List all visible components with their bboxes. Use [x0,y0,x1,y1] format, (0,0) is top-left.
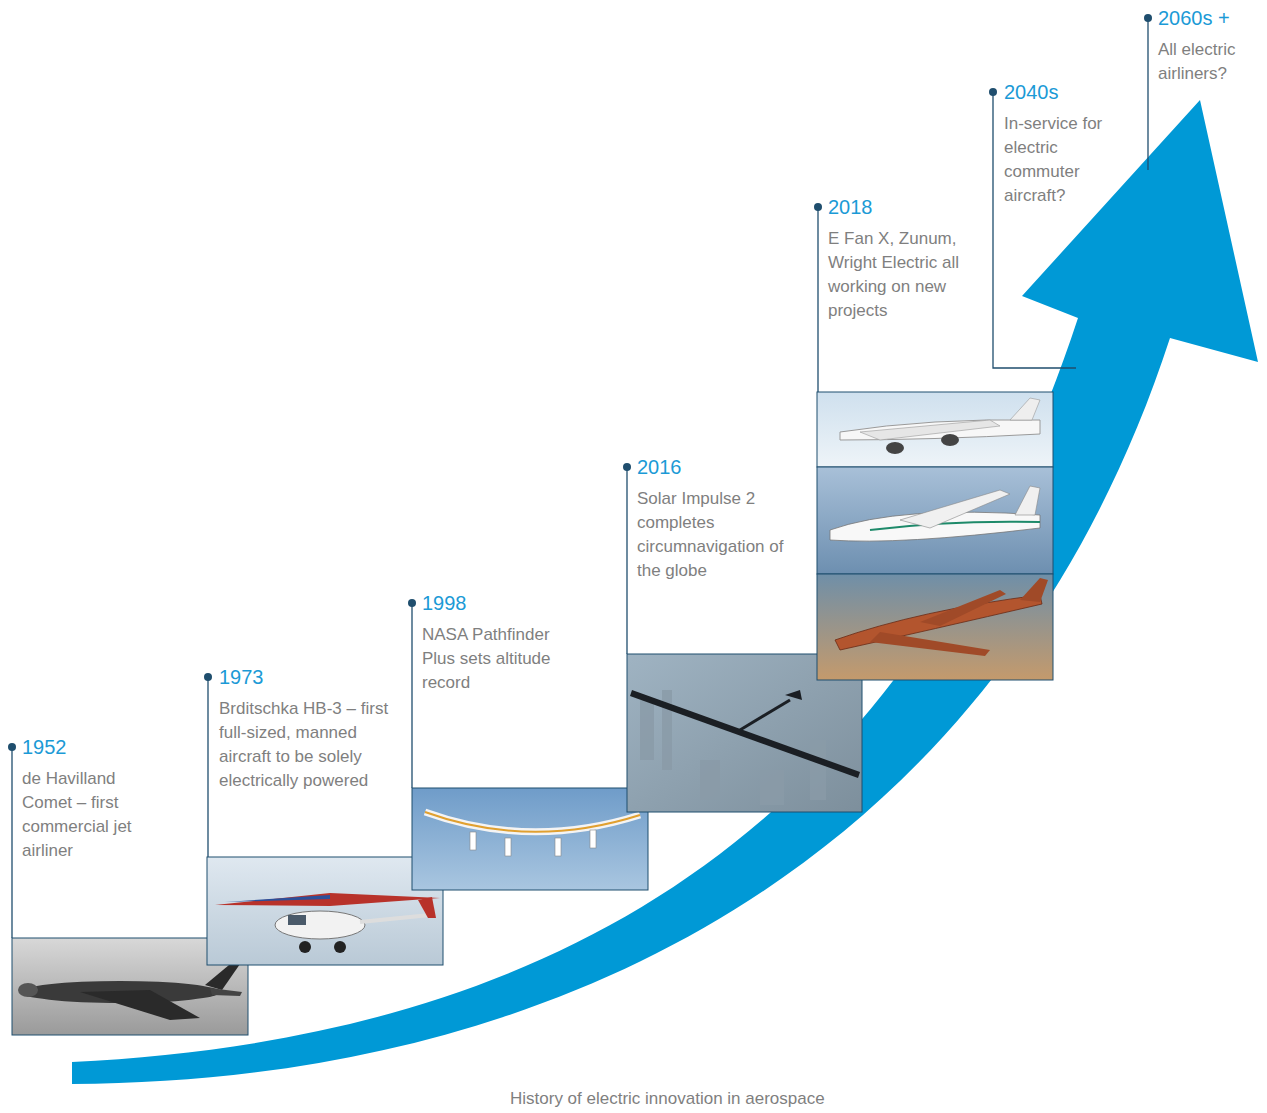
milestone-year: 1973 [219,665,264,689]
leader-lines [12,18,1148,938]
milestone-description: Solar Impulse 2 completes circumnavigati… [637,487,799,583]
milestone-description: NASA Pathfinder Plus sets altitude recor… [422,623,587,695]
milestone-description: Brditschka HB-3 – first full-sized, mann… [219,697,409,793]
milestone-year: 1998 [422,591,467,615]
milestone-description: All electric airliners? [1158,38,1258,86]
efanx-photo [817,392,1053,467]
milestone-year: 2018 [828,195,873,219]
diagram-caption: History of electric innovation in aerosp… [510,1089,825,1109]
milestone-description: de Havilland Comet – first commercial je… [22,767,152,863]
milestone-year: 2040s [1004,80,1059,104]
hb3-photo [207,857,443,965]
milestone-year: 2060s + [1158,6,1230,30]
pathfinder-photo [412,788,648,890]
milestone-year: 1952 [22,735,67,759]
wright-electric-photo [817,574,1053,680]
milestone-dots [8,14,1152,751]
milestone-description: E Fan X, Zunum, Wright Electric all work… [828,227,976,323]
milestone-year: 2016 [637,455,682,479]
milestone-description: In-service for electric commuter aircraf… [1004,112,1104,208]
growth-arrow [72,100,1258,1084]
zunum-photo [817,467,1053,574]
